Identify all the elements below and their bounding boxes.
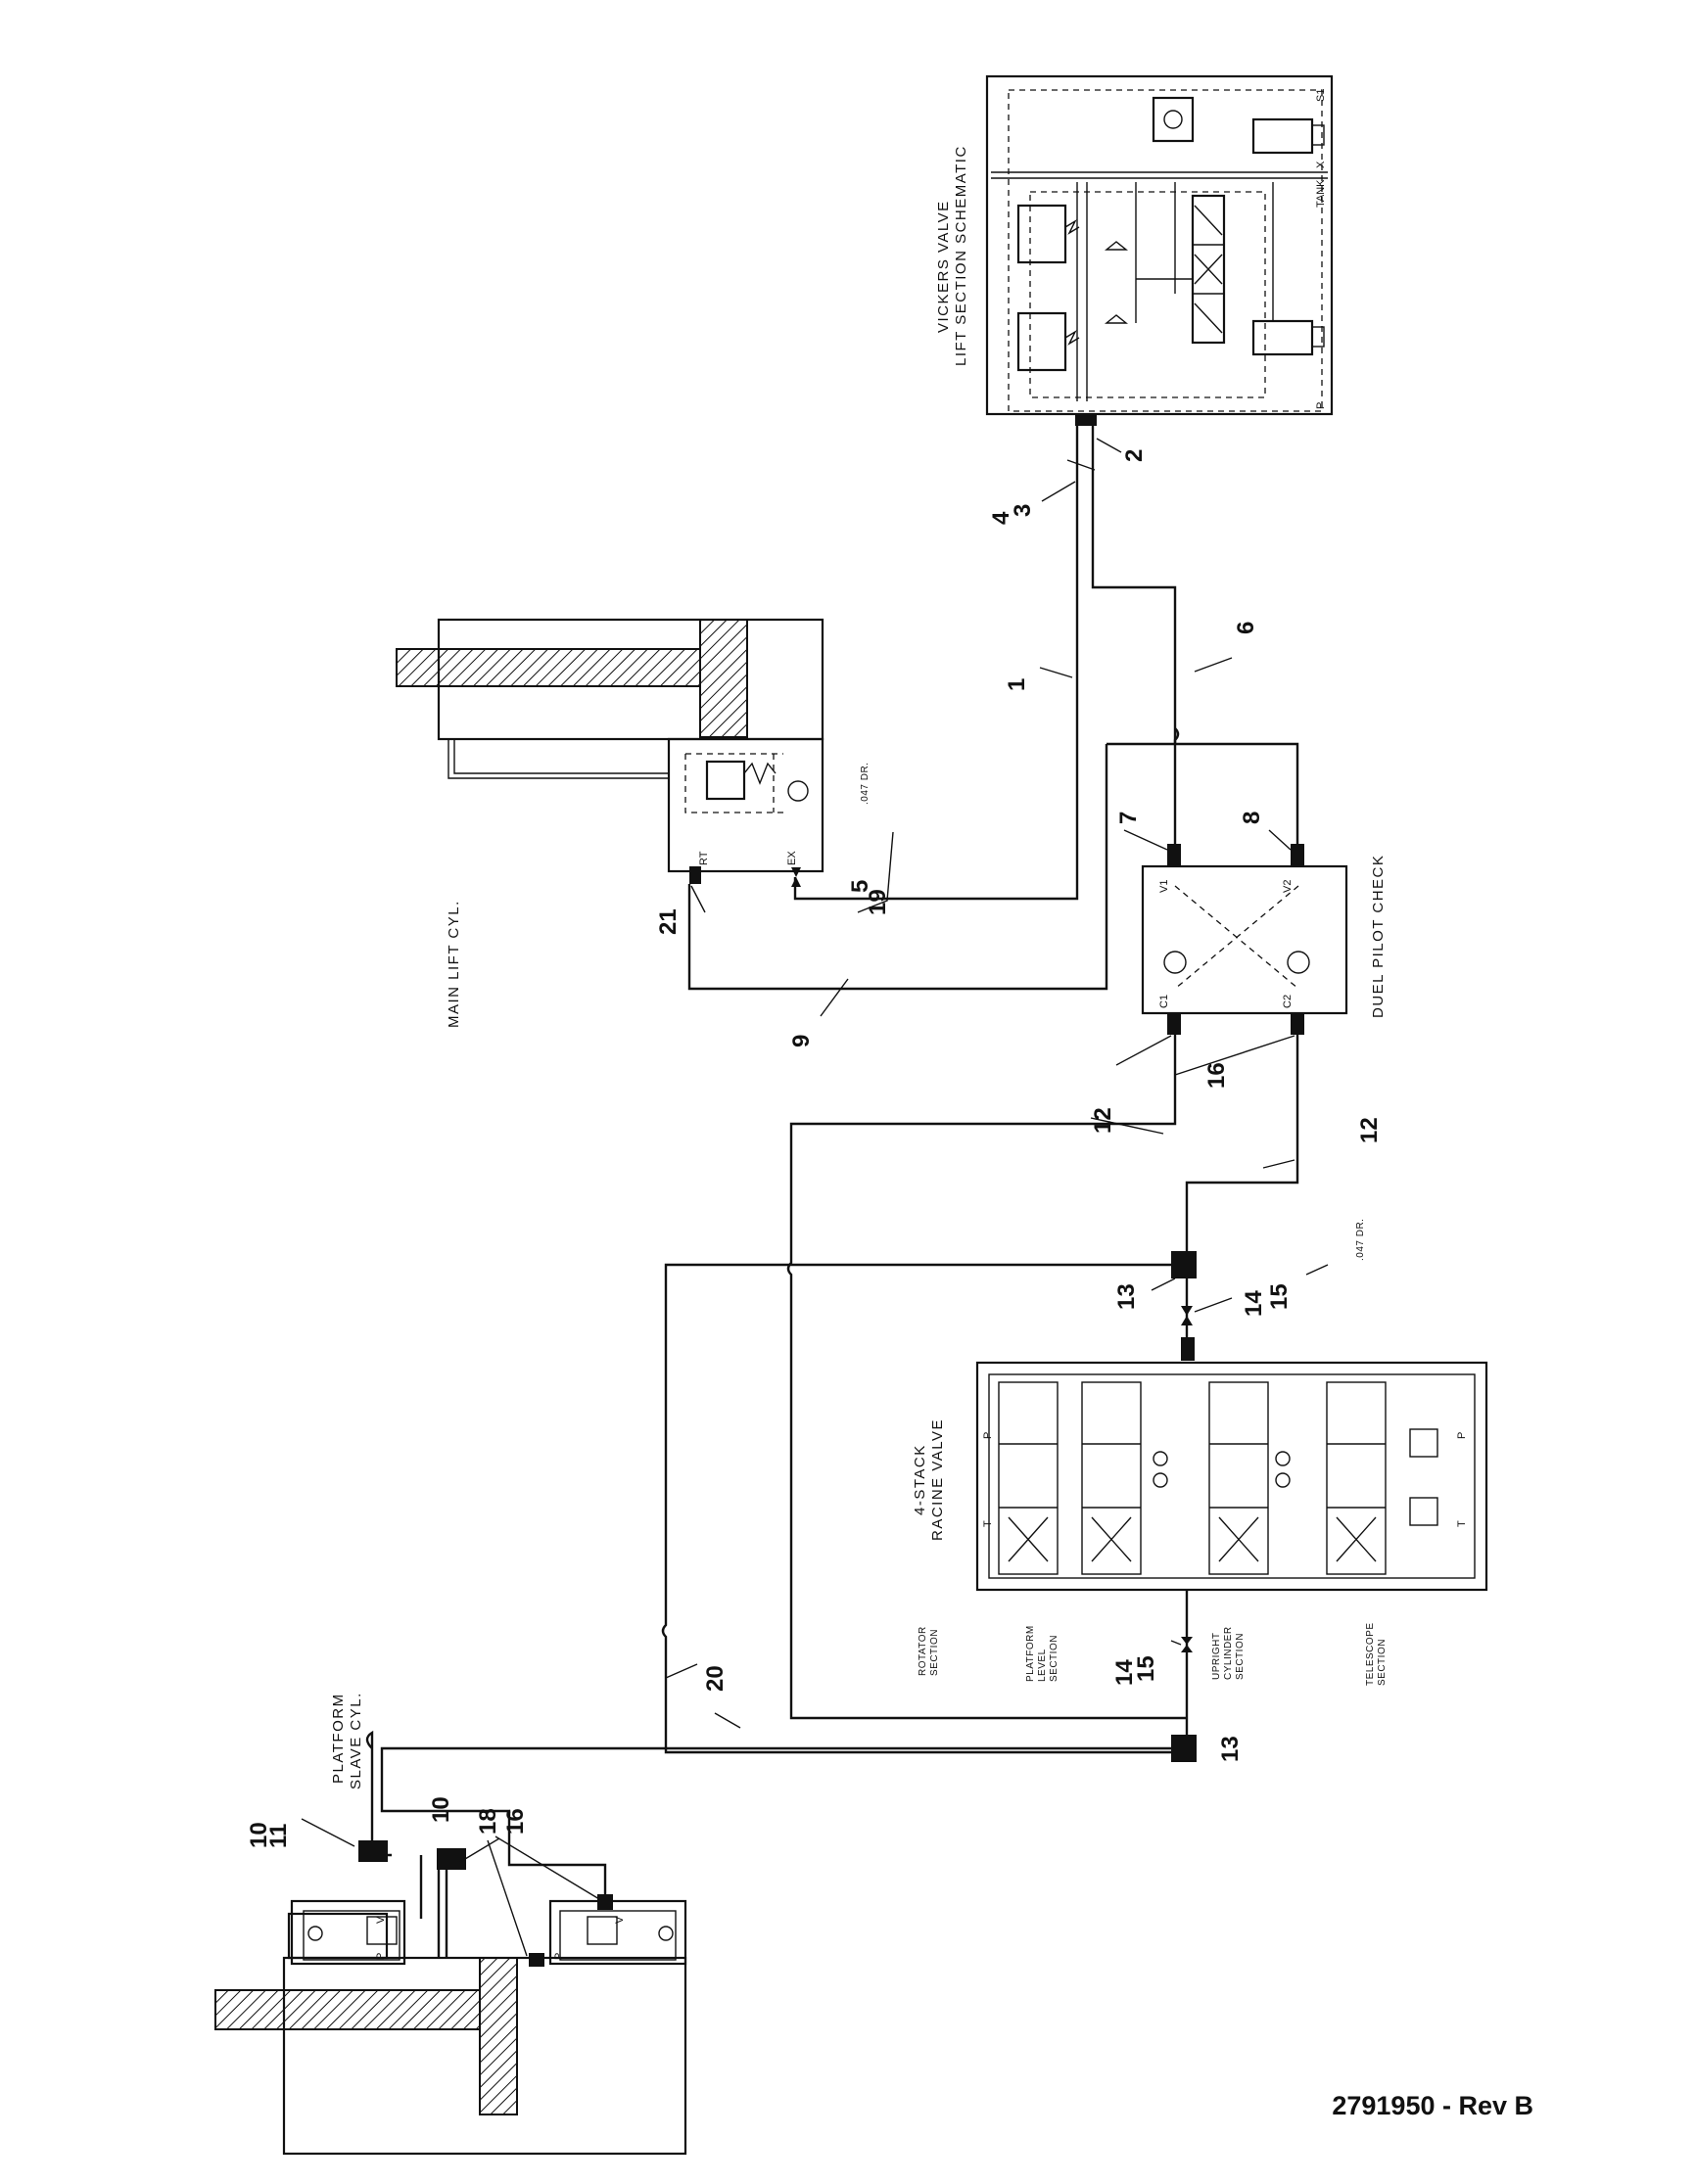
vickers-port-x: X [1315,161,1327,168]
tee-13-lower [1171,1735,1197,1762]
section-1-line-1: ROTATOR [918,1626,928,1676]
section-3-line-2: CYLINDER [1223,1626,1234,1680]
racine-valve: P T P T 4-STACK RACINE VALVE [912,1361,1488,1592]
orifice-15-lower [1181,1637,1193,1652]
callout-12-right: 12 [1356,1117,1383,1143]
svg-text:ROTATOR SECTION: ROTATOR SECTION [918,1623,940,1676]
callout-4: 4 [988,511,1014,525]
dpc-port-v1: V1 [1158,880,1170,893]
callout-16-slave: 16 [502,1808,529,1835]
callout-18: 18 [475,1808,501,1835]
lift-port-ex: EX [786,851,798,865]
racine-port-p-right: P [1456,1432,1468,1439]
slave-port-p-right: P [553,1953,565,1960]
racine-title-2: RACINE VALVE [929,1418,946,1541]
fitting-vickers-outlet [1075,414,1097,426]
vickers-port-s1: S1 [1315,89,1327,102]
section-4-line-2: SECTION [1377,1639,1388,1686]
dpc-port-c2: C2 [1282,995,1294,1008]
section-3-line-3: SECTION [1235,1633,1246,1680]
callout-13-upper: 13 [1113,1283,1140,1310]
section-4-line-1: TELESCOPE [1365,1622,1376,1686]
vickers-title-2: LIFT SECTION SCHEMATIC [953,145,969,366]
callout-14-lower: 14 [1111,1659,1138,1686]
callout-1: 1 [1004,678,1030,691]
callout-10-left: 10 [246,1822,272,1848]
section-2-line-3: SECTION [1049,1635,1059,1682]
callout-16-dpc: 16 [1203,1062,1230,1089]
slave-port-p-left: P [375,1953,387,1960]
vickers-title-1: VICKERS VALVE [935,200,952,333]
fitting-16-right [597,1894,613,1910]
callout-11: 11 [265,1824,292,1848]
vickers-port-tank: TANK [1315,179,1327,208]
duel-pilot-check-label: DUEL PILOT CHECK [1370,855,1387,1018]
callout-6: 6 [1233,622,1259,634]
main-lift-cyl-label: MAIN LIFT CYL. [446,900,462,1028]
section-1-line-2: SECTION [929,1629,940,1676]
slave-label-1: PLATFORM [330,1693,347,1784]
svg-text:UPRIGHT CYLINDER S: UPRIGHT CYLINDER SECTION [1211,1623,1246,1680]
vickers-valve: VICKERS VALVE LIFT SECTION SCHEMATIC S1 … [935,74,1334,416]
fitting-dpc-c1 [1167,1013,1181,1035]
callout-2: 2 [1121,449,1148,462]
svg-text:PLATFORM LEVEL SEC: PLATFORM LEVEL SECTION [1025,1622,1059,1682]
main-lift-cylinder: RT EX MAIN LIFT CYL. .047 DR. [396,618,871,1028]
lift-orifice-label: .047 DR. [860,763,871,805]
orifice-14-upper [1181,1306,1193,1325]
callout-15-upper: 15 [1266,1283,1293,1310]
fitting-18-left [529,1953,544,1967]
callout-12-left: 12 [1090,1107,1116,1134]
tee-13-upper [1171,1251,1197,1278]
callout-13-lower: 13 [1217,1736,1244,1762]
slave-port-v-right: V [614,1916,626,1924]
vickers-port-p: P [1315,402,1327,409]
racine-port-t-right: T [1456,1520,1468,1527]
callout-7: 7 [1115,812,1142,824]
fitting-dpc-c2 [1291,1013,1304,1035]
section-2-line-2: LEVEL [1037,1649,1048,1682]
dpc-port-v2: V2 [1282,880,1294,893]
fitting-lift-rt [689,866,701,884]
svg-text:TELESCOPE SECTION: TELESCOPE SECTION [1365,1619,1388,1686]
callout-8: 8 [1239,812,1265,824]
fitting-dpc-v1 [1167,844,1181,865]
callout-20: 20 [702,1665,729,1692]
callout-numbers: 2 3 4 1 6 7 8 5 19 21 9 16 12 12 .047 DR… [246,449,1383,1848]
tee-10-right [437,1848,466,1870]
racine-section-labels: ROTATOR SECTION PLATFORM LEVEL SECTION U… [918,1619,1388,1686]
callout-leaders [301,438,1329,1957]
svg-text:VICKERS VALVE: VICKERS VALVE [935,200,952,333]
lift-port-rt: RT [698,851,710,865]
section-2-line-1: PLATFORM [1025,1625,1036,1682]
callout-19: 19 [865,889,891,915]
racine-port-p-left: P [982,1432,994,1439]
callout-9: 9 [788,1035,815,1047]
callout-5: 5 [847,880,873,893]
hydraulic-lines [358,426,1299,1967]
svg-text:LIFT SECTION SCHEMATIC: LIFT SECTION SCHEMATIC [953,145,969,366]
section-3-line-1: UPRIGHT [1211,1633,1222,1680]
fitting-dpc-v2 [1291,844,1304,865]
platform-slave-cylinder: V P V P PLATFORM SLAVE CYL. [214,1692,687,2156]
slave-port-v-left: V [375,1916,387,1924]
slave-label-2: SLAVE CYL. [348,1692,364,1789]
tee-10-left [358,1840,388,1862]
racine-title-1: 4-STACK [912,1444,928,1515]
callout-14-upper: 14 [1241,1290,1267,1317]
callout-3: 3 [1010,504,1036,517]
dpc-port-c1: C1 [1158,995,1170,1008]
document-number: 2791950 - Rev B [1332,2091,1533,2120]
fitting-racine-top [1181,1337,1195,1361]
racine-orifice-label: .047 DR. [1355,1219,1366,1261]
callout-15-lower: 15 [1133,1655,1159,1682]
racine-port-t-left: T [982,1520,994,1527]
duel-pilot-check: V1 V2 C1 C2 DUEL PILOT CHECK [1141,855,1387,1018]
callout-10-right: 10 [428,1796,454,1823]
callout-21: 21 [655,908,682,935]
